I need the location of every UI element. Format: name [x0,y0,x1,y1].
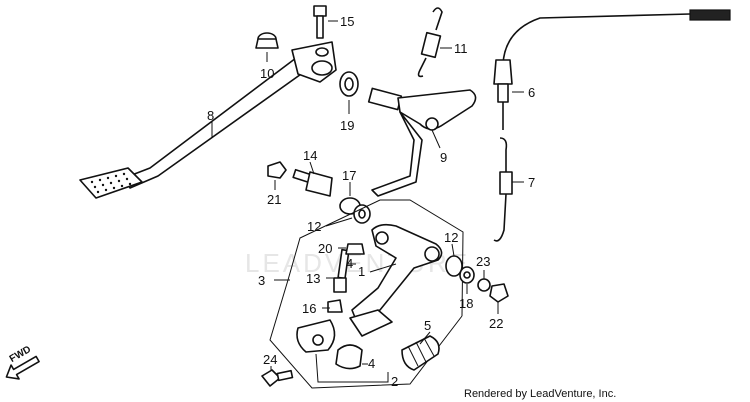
callout-19: 19 [340,118,354,133]
callout-16: 16 [302,301,316,316]
callout-20: 20 [318,241,332,256]
callout-labels: 10 15 11 19 6 7 8 9 14 17 21 12 20 4 1 1… [207,14,535,389]
callout-1: 1 [358,264,365,279]
callout-21: 21 [267,192,281,207]
brake-pedal-part [79,41,337,199]
callout-11: 11 [454,41,468,56]
pedal-pivot-bolt-part [292,168,333,197]
callout-22: 22 [489,316,503,331]
callout-15: 15 [340,14,354,29]
nut-20-part [345,243,365,255]
callout-13: 13 [306,271,320,286]
callout-7: 7 [528,175,535,190]
callout-2: 2 [391,374,398,389]
shift-lever-part [349,223,443,337]
callout-leaders [211,20,524,383]
callout-18: 18 [459,296,473,311]
nut-16-part [327,299,343,313]
callout-14: 14 [303,148,317,163]
pedal-clip-part [255,32,279,49]
callout-4b: 4 [368,356,375,371]
assembly-outline [287,199,464,317]
callout-3: 3 [258,273,265,288]
callout-6: 6 [528,85,535,100]
callout-8: 8 [207,108,214,123]
brake-arm-part [367,87,477,197]
shift-rubber-part [401,335,440,371]
callout-24: 24 [263,352,277,367]
fwd-indicator: FWD [5,344,40,380]
callout-9: 9 [440,150,447,165]
pivot-bolt-part [313,5,327,39]
washer-23-part [477,278,491,292]
callout-12a: 12 [307,219,321,234]
callout-4a: 4 [346,256,353,271]
return-spring-part [417,7,443,78]
callout-17: 17 [342,168,356,183]
callout-5: 5 [424,318,431,333]
callout-12b: 12 [444,230,458,245]
joint-rubber-part [335,344,363,370]
render-credit: Rendered by LeadVenture, Inc. [464,388,616,400]
callout-23: 23 [476,254,490,269]
nut-22-part [489,283,509,303]
bolt-24-part [261,369,294,387]
stoplight-spring-part [493,137,513,242]
callout-10: 10 [260,66,274,81]
fwd-arrow-icon [5,355,40,380]
flange-nut-part [267,161,287,179]
brake-cable-part [493,9,731,130]
